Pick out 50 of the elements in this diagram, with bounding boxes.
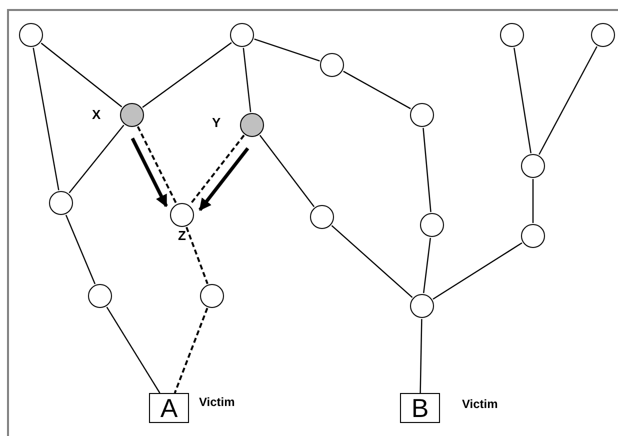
network-node-circle [521,224,545,248]
link-line [532,179,534,223]
link-line [420,318,422,394]
link-line [142,42,232,108]
network-node-circle [310,205,334,229]
victim-box [400,393,440,423]
dashed-link [136,126,178,204]
node-label: Z [178,229,186,242]
network-node-circle [240,113,264,137]
network-node-circle [120,103,144,127]
link-line [68,124,124,194]
network-node-circle [591,23,615,47]
dashed-link [186,226,208,284]
network-node-circle [88,284,112,308]
arrow [198,147,250,211]
link-line [32,48,60,190]
link-line [259,134,315,208]
link-line [254,38,320,62]
network-node-circle [320,53,344,77]
node-letter: A [160,395,178,421]
node-label: Y [212,116,221,129]
link-line [422,128,432,212]
arrow [130,138,168,208]
network-node-circle [49,191,73,215]
link-line [432,242,522,300]
link-line [343,70,411,110]
link-line [514,48,532,154]
network-node-circle [410,294,434,318]
victim-label: Victim [199,396,235,408]
network-node-circle [410,103,434,127]
dashed-link [189,134,245,206]
victim-box [149,393,189,423]
dashed-link [174,308,208,394]
network-node-circle [420,213,444,237]
link-line [40,42,122,108]
network-node-circle [19,23,43,47]
network-node-circle [521,154,545,178]
victim-label: Victim [462,398,498,410]
link-line [423,238,431,294]
link-line [106,306,160,394]
network-node-circle [230,23,254,47]
link-line [242,48,252,112]
network-node-circle [200,284,224,308]
link-line [65,214,96,284]
link-line [331,225,413,298]
network-node-circle [500,23,524,47]
link-line [538,46,598,155]
node-letter: B [411,395,429,421]
node-label: X [92,108,101,121]
network-node-circle [170,203,194,227]
